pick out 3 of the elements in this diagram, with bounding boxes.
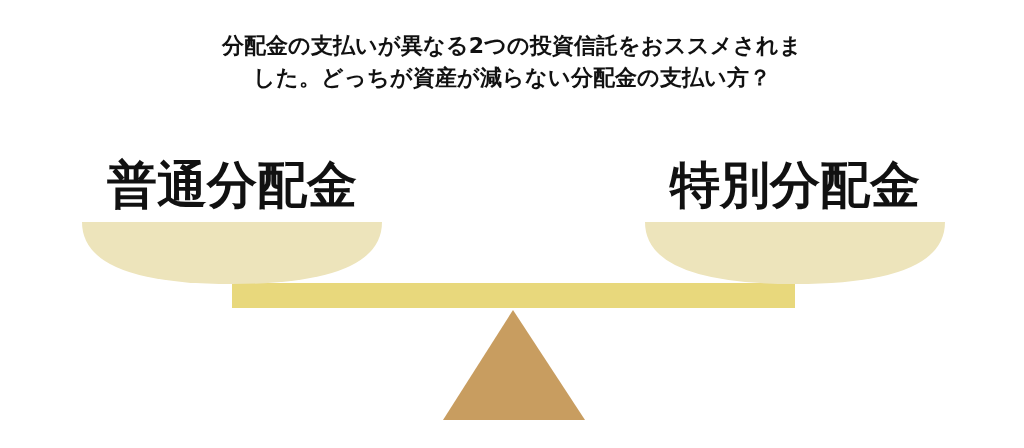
pan-heading: 普通分配金: [106, 155, 358, 216]
pan-heading: 特別分配金: [668, 155, 921, 216]
title: 分配金の支払いが異なる2つの投資信託をおススメされました。どっちが資産が減らない分配金の支払い方？: [220, 32, 804, 92]
